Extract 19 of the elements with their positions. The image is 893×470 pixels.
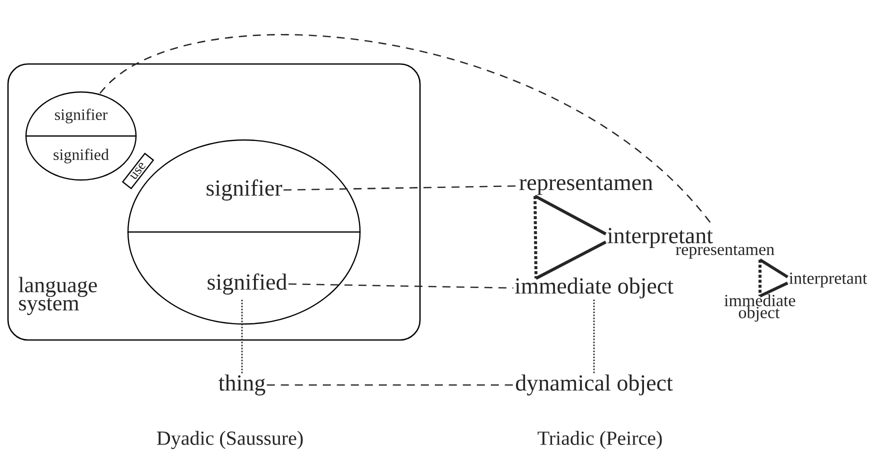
dotted-line <box>593 300 595 374</box>
term-label: thing <box>218 374 266 396</box>
dashed-line <box>284 185 518 191</box>
term-label: representamen <box>519 177 653 195</box>
dotted-line <box>241 300 243 374</box>
dotted-line <box>758 260 762 296</box>
triangle-side <box>535 240 606 280</box>
triangle-side <box>759 282 788 298</box>
dashed-line <box>288 283 514 289</box>
caption-label: Triadic (Peirce) <box>538 430 662 450</box>
term-label: interpretant <box>789 272 868 288</box>
term-label: dynamical object <box>516 374 673 396</box>
triangle-side <box>534 194 607 236</box>
term-label: immediate object <box>724 294 796 322</box>
dotted-line <box>534 196 538 278</box>
term-label: immediate object <box>514 278 674 298</box>
triangle-side <box>759 258 788 278</box>
dashed-line <box>266 384 514 386</box>
caption-label: Dyadic (Saussure) <box>157 430 303 450</box>
